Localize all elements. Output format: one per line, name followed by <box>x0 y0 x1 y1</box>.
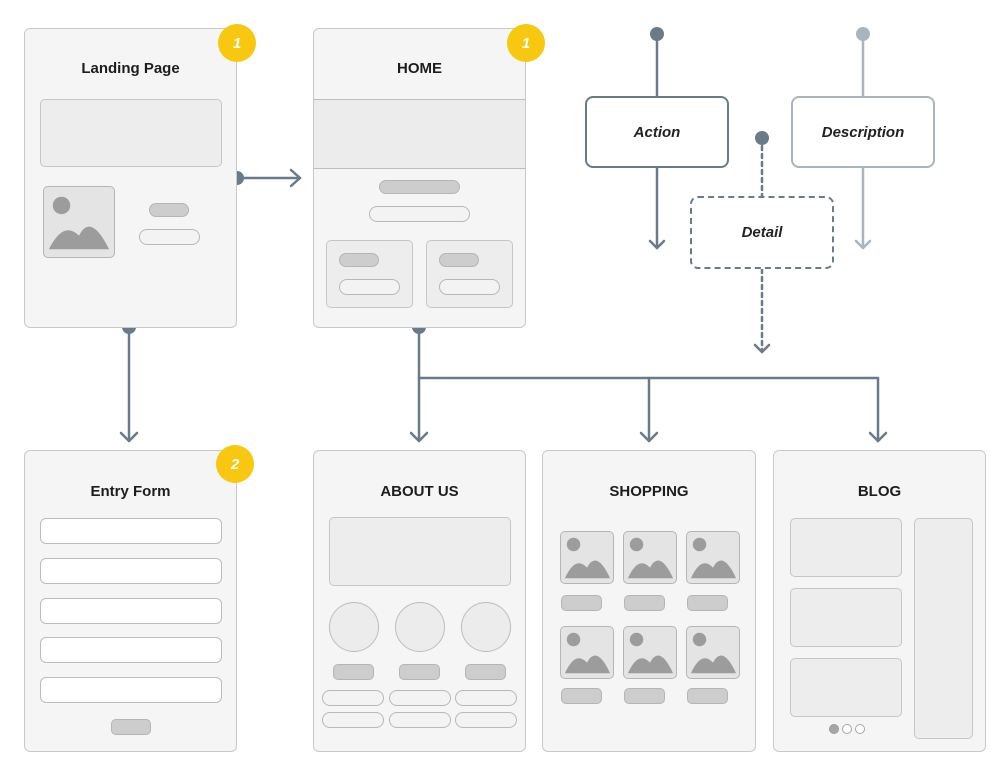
team-avatar-placeholder <box>329 602 379 652</box>
hero-banner <box>40 99 222 167</box>
home-card[interactable]: HOME <box>313 28 526 328</box>
legend-description-box: Description <box>791 96 935 168</box>
team-text-placeholder <box>389 690 451 706</box>
entry-form-step-badge: 2 <box>216 445 254 483</box>
entry-form-title: Entry Form <box>90 483 171 500</box>
product-image-icon <box>686 626 740 679</box>
team-text-placeholder <box>322 690 384 706</box>
blog-post-placeholder <box>790 518 902 577</box>
product-label-placeholder <box>561 688 602 704</box>
about-us-card[interactable]: ABOUT US <box>313 450 526 752</box>
product-image-icon <box>560 626 614 679</box>
team-name-placeholder <box>465 664 506 680</box>
submit-button-placeholder <box>111 719 151 735</box>
product-image-icon <box>560 531 614 584</box>
shopping-card[interactable]: SHOPPING <box>542 450 756 752</box>
landing-text-placeholder <box>139 229 200 245</box>
form-field <box>40 558 222 584</box>
home-feature-box-left <box>326 240 413 308</box>
form-field <box>40 518 222 544</box>
feature-text-placeholder <box>439 279 500 295</box>
legend-action-box: Action <box>585 96 729 168</box>
blog-post-placeholder <box>790 588 902 647</box>
product-label-placeholder <box>624 688 665 704</box>
team-text-placeholder <box>322 712 384 728</box>
landing-page-card[interactable]: Landing Page <box>24 28 237 328</box>
about-us-title: ABOUT US <box>380 483 459 500</box>
landing-step-badge: 1 <box>218 24 256 62</box>
form-field <box>40 637 222 663</box>
home-step-badge: 1 <box>507 24 545 62</box>
image-placeholder-icon <box>43 186 115 258</box>
legend-detail-box: Detail <box>690 196 834 269</box>
blog-post-placeholder <box>790 658 902 717</box>
feature-text-placeholder <box>339 279 400 295</box>
product-label-placeholder <box>687 688 728 704</box>
team-name-placeholder <box>399 664 440 680</box>
home-heading-placeholder <box>379 180 460 194</box>
home-title: HOME <box>397 60 442 77</box>
team-avatar-placeholder <box>395 602 445 652</box>
team-text-placeholder <box>389 712 451 728</box>
product-label-placeholder <box>561 595 602 611</box>
form-field <box>40 598 222 624</box>
landing-page-title: Landing Page <box>81 60 180 77</box>
form-field <box>40 677 222 703</box>
team-text-placeholder <box>455 712 517 728</box>
team-text-placeholder <box>455 690 517 706</box>
team-avatar-placeholder <box>461 602 511 652</box>
blog-card[interactable]: BLOG <box>773 450 986 752</box>
feature-label-placeholder <box>339 253 379 267</box>
product-label-placeholder <box>624 595 665 611</box>
shopping-title: SHOPPING <box>609 483 689 500</box>
blog-title: BLOG <box>857 483 902 500</box>
product-image-icon <box>686 531 740 584</box>
landing-button-placeholder <box>149 203 189 217</box>
about-banner <box>329 517 511 586</box>
pagination-dot <box>855 724 865 734</box>
home-header-band <box>314 99 525 169</box>
home-subheading-placeholder <box>369 206 470 222</box>
product-label-placeholder <box>687 595 728 611</box>
pagination-dot <box>842 724 852 734</box>
feature-label-placeholder <box>439 253 479 267</box>
blog-sidebar-placeholder <box>914 518 973 739</box>
pagination-dot-active <box>829 724 839 734</box>
home-feature-box-right <box>426 240 513 308</box>
entry-form-card[interactable]: Entry Form <box>24 450 237 752</box>
product-image-icon <box>623 531 677 584</box>
team-name-placeholder <box>333 664 374 680</box>
product-image-icon <box>623 626 677 679</box>
